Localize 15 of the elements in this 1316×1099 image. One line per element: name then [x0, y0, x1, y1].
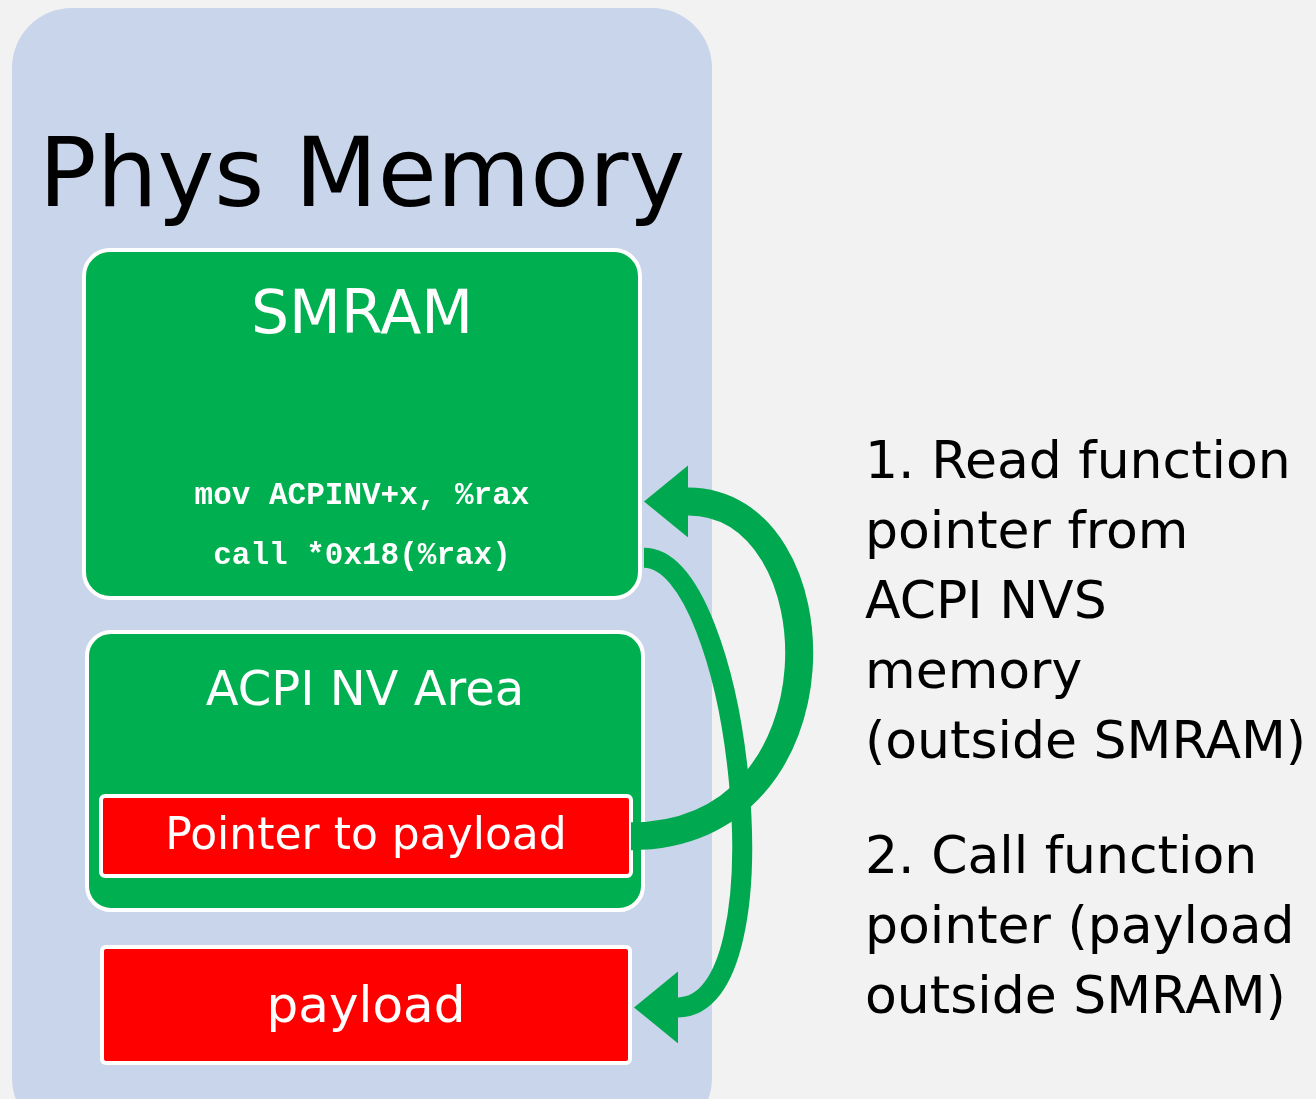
code-line: mov ACPINV+x, %rax — [193, 477, 531, 515]
box-label: Pointer to payload — [164, 808, 568, 861]
memory-panel — [12, 8, 712, 1099]
memory-region-box — [85, 630, 645, 912]
smram-box — [82, 248, 642, 600]
pointer-box — [99, 794, 633, 878]
box-title: ACPI NV Area — [204, 660, 526, 718]
box-label: payload — [265, 975, 467, 1035]
annotation-text: 1. Read function pointer from ACPI NVS memory (outside SMRAM) — [865, 429, 1308, 772]
annotation-text: 2. Call function pointer (payload outside SMRAM) — [865, 824, 1296, 1027]
code-line: call *0x18(%rax) — [212, 537, 512, 575]
curved-arrow — [629, 466, 813, 851]
panel-title: Phys Memory — [37, 118, 687, 228]
payload-box — [100, 945, 632, 1065]
box-title: SMRAM — [250, 276, 474, 348]
